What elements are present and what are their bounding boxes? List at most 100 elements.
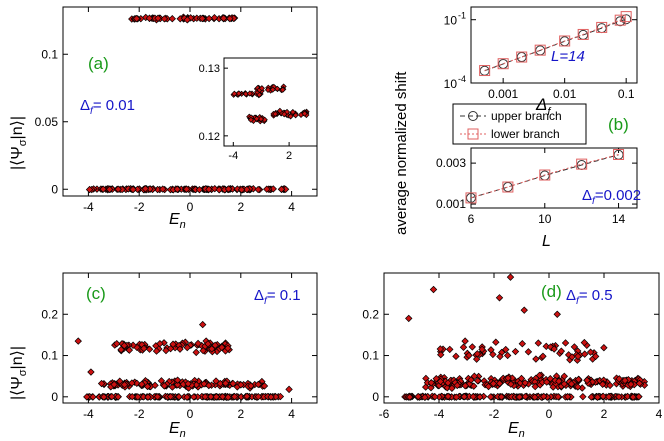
panel-d-frame — [383, 272, 660, 404]
panel-d-point — [561, 339, 570, 347]
panel-a-point — [159, 185, 167, 193]
legend-upper-label: upper branch — [491, 109, 562, 123]
b-top-point — [621, 14, 632, 25]
panel-c-ytick-label: 0.2 — [41, 307, 58, 321]
panel-d-point — [421, 393, 429, 402]
inset-point — [235, 90, 242, 97]
panel-c-point — [218, 393, 227, 401]
panel-d-point — [555, 377, 563, 385]
panel-c-point — [207, 392, 215, 401]
inset-point — [231, 90, 238, 97]
b-bottom-xtick-label: 6 — [468, 212, 475, 226]
panel-d-point — [446, 345, 454, 354]
panel-d-point — [557, 347, 566, 355]
panel-c-point — [145, 345, 154, 353]
inset-point — [292, 112, 299, 119]
b-top-annotation: L=14 — [551, 48, 585, 65]
panel-c-point — [120, 381, 129, 389]
panel-a-point — [129, 185, 137, 194]
panel-c-xtick-label: -2 — [134, 407, 145, 421]
panel-c-point — [173, 381, 182, 389]
panel-c-point — [230, 392, 239, 401]
panel-a-point — [226, 14, 234, 23]
panel-c-point — [276, 392, 285, 401]
b-bottom-xlabel: L — [542, 233, 551, 250]
panel-d-point — [406, 393, 414, 401]
panel-a-point — [205, 14, 213, 23]
panel-a-point — [254, 185, 262, 194]
panel-c-point — [247, 382, 255, 390]
b-top-point — [596, 21, 608, 33]
panel-d-point — [437, 351, 445, 359]
b-bottom-xtick-label: 14 — [612, 212, 626, 226]
panel-d-point — [444, 379, 452, 387]
panel-d-point — [581, 350, 589, 358]
inset-point — [257, 115, 265, 123]
panel-d-point — [405, 314, 413, 323]
panel-d-point — [524, 348, 533, 356]
panel-c-point — [208, 345, 216, 353]
panel-d-point — [465, 351, 473, 360]
b-top-series-line — [484, 16, 627, 71]
panel-d-point — [606, 381, 614, 390]
panel-d-point — [487, 346, 495, 354]
panel-c-point — [74, 337, 82, 345]
b-bottom-point — [465, 192, 477, 204]
panel-c-point — [272, 393, 280, 401]
panel-d-point — [459, 343, 468, 351]
panel-c-point — [243, 392, 251, 401]
inset-point — [264, 86, 272, 93]
panel-d-xtick-label: -6 — [379, 407, 390, 421]
b-top-point — [620, 11, 632, 23]
panel-c-point — [211, 341, 219, 350]
panel-c-point — [114, 393, 122, 401]
panel-a-point — [132, 14, 141, 23]
panel-d-point — [469, 392, 477, 401]
panel-a-xtick-label: 0 — [187, 200, 194, 214]
panel-a-point — [224, 185, 233, 193]
b-top-ytick-exp: -4 — [458, 74, 466, 84]
panel-d-point — [515, 393, 524, 401]
panel-d-point — [583, 376, 591, 385]
svg-text:En: En — [508, 420, 525, 440]
panel-d-point — [546, 343, 555, 351]
panel-c-point — [175, 393, 183, 401]
panel-d-point — [573, 356, 582, 364]
panel-d-xtick-label: 4 — [656, 407, 663, 421]
panel-c-point — [97, 379, 106, 388]
panel-c-point — [143, 382, 152, 391]
panel-c-point — [89, 393, 97, 401]
b-bottom-ytick-label: 0.001 — [436, 197, 466, 211]
panel-d-annotation: Δf= 0.5 — [566, 287, 613, 307]
svg-text:|⟨Ψσ|n⟩|: |⟨Ψσ|n⟩| — [9, 116, 29, 170]
panel-a-point — [237, 186, 246, 194]
panel-c-point — [212, 393, 221, 401]
panel-b-bottom-annotation: Δf=0.002 — [582, 187, 641, 207]
d-xlabel: En — [508, 420, 525, 440]
panel-c-point — [168, 383, 177, 391]
b-top-point — [479, 65, 491, 77]
panel-c-point — [110, 380, 118, 389]
b-bottom-point — [576, 158, 588, 170]
panel-d-point — [546, 374, 554, 383]
panel-a-point — [85, 185, 94, 194]
panel-d-point — [531, 382, 539, 391]
panel-d-point — [543, 378, 551, 386]
panel-d-point — [495, 379, 504, 388]
b-top-xtick-label: 0.01 — [553, 87, 577, 101]
panel-a-point — [173, 185, 181, 193]
panel-d-point — [591, 352, 600, 361]
b-top-xtick-label: 0.1 — [618, 87, 635, 101]
panel-a-ytick-label: 0.1 — [41, 47, 58, 61]
panel-d-point — [452, 393, 461, 401]
panel-a-point — [145, 14, 154, 22]
inset-point — [301, 110, 308, 117]
panel-d-point — [414, 392, 422, 401]
panel-c-point — [153, 393, 162, 401]
panel-a-point — [195, 186, 204, 194]
panel-d-point — [496, 352, 504, 361]
inset-point — [272, 110, 279, 118]
panel-a-ytick-label: 0 — [51, 182, 58, 196]
panel-d-point — [497, 393, 506, 401]
